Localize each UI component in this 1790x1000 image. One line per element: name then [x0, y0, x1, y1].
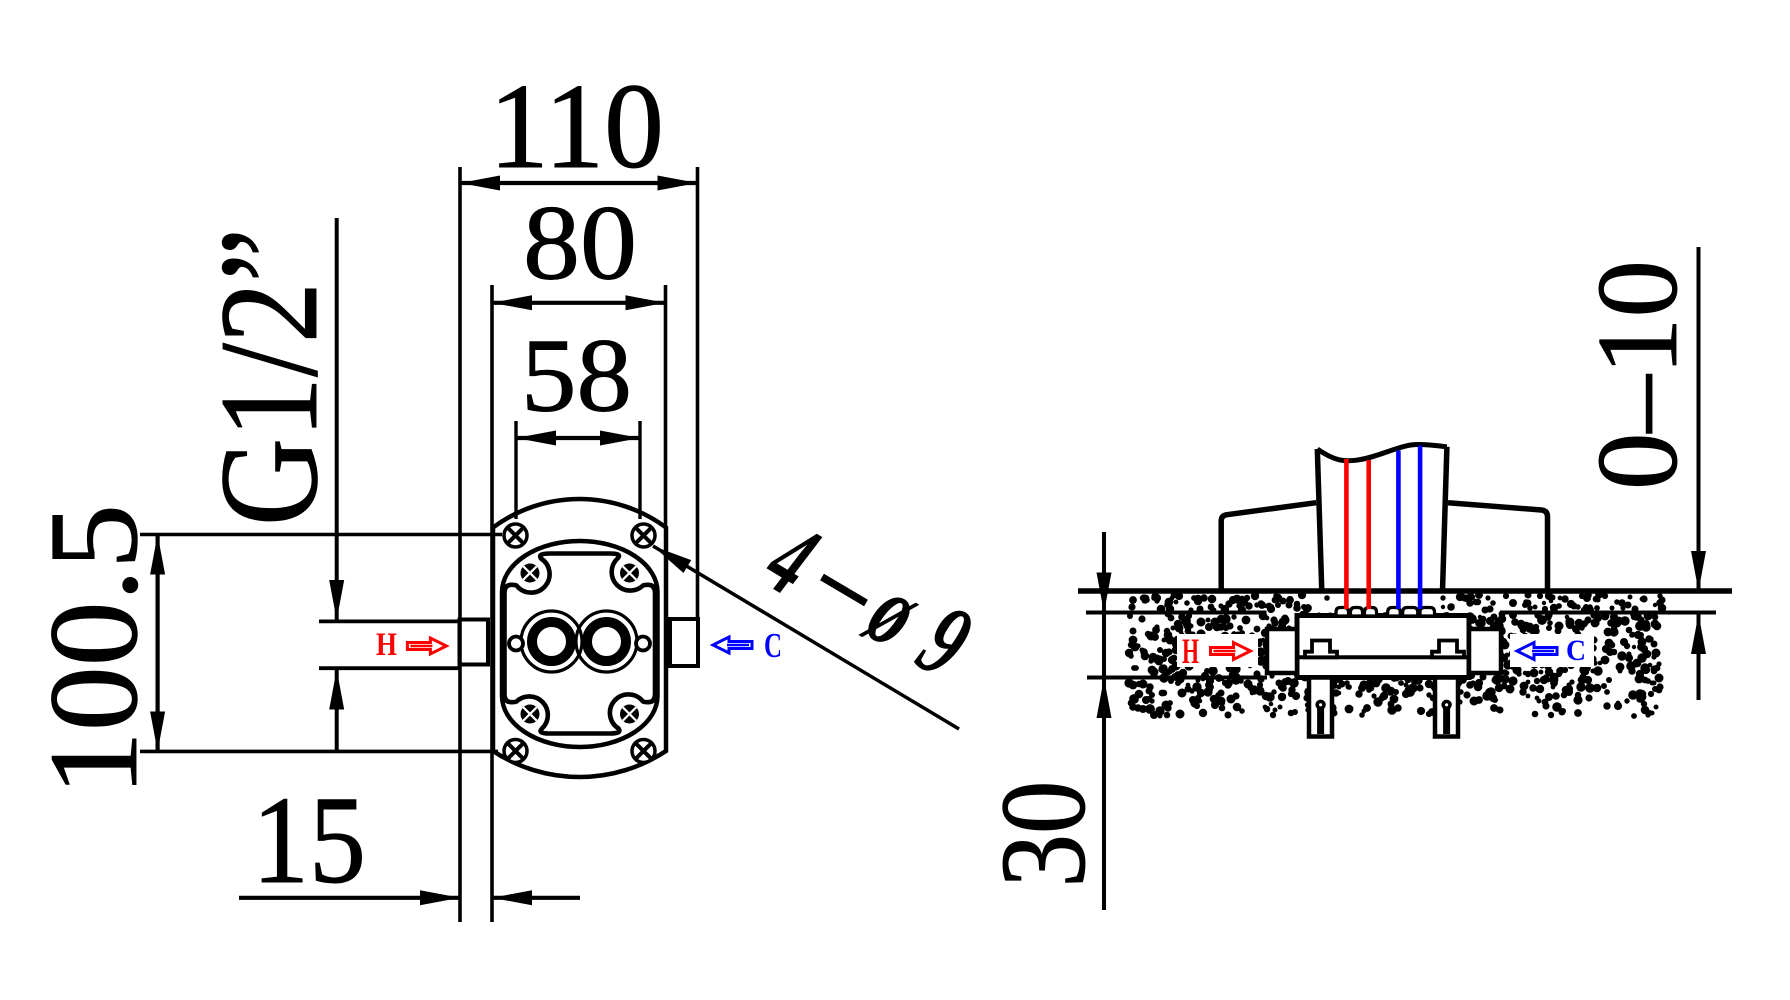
svg-text:C: C	[1566, 634, 1586, 667]
svg-text:100.5: 100.5	[24, 504, 164, 796]
svg-text:C: C	[764, 626, 782, 665]
svg-text:H: H	[376, 627, 397, 663]
svg-text:0–10: 0–10	[1574, 260, 1702, 490]
svg-text:15: 15	[252, 772, 366, 910]
svg-text:4: 4	[746, 500, 836, 619]
svg-text:G1/2”: G1/2”	[191, 228, 347, 526]
svg-text:ø9: ø9	[848, 551, 1011, 713]
svg-text:110: 110	[489, 59, 664, 194]
svg-text:H: H	[1182, 631, 1199, 671]
svg-text:58: 58	[521, 318, 632, 434]
svg-text:80: 80	[523, 184, 637, 302]
svg-text:30: 30	[976, 781, 1111, 888]
